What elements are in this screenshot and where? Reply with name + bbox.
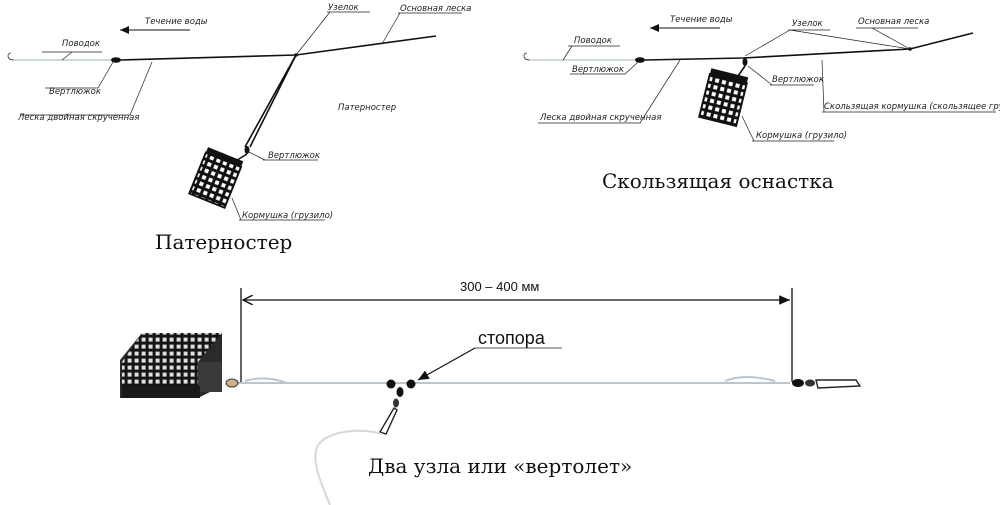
hook-icon bbox=[523, 52, 531, 61]
swivel-icon bbox=[635, 57, 645, 63]
sl-label-leader: Поводок bbox=[574, 36, 613, 46]
pat-label-name-small: Патерностер bbox=[338, 103, 396, 113]
pat-label-feeder: Кормушка (грузило) bbox=[242, 211, 333, 221]
sliding-swivel-icon bbox=[742, 58, 748, 66]
feeder-swivel-icon bbox=[244, 146, 250, 154]
feeder-swivel-icon bbox=[225, 378, 239, 388]
stopper-icon bbox=[406, 379, 416, 389]
pat-label-swivel-feeder: Вертлюжок bbox=[268, 151, 321, 161]
pat-label-twisted-line: Леска двойная скрученная bbox=[17, 113, 139, 123]
leader-snap-icon bbox=[378, 387, 404, 435]
feeder-cage-icon bbox=[698, 68, 749, 128]
sliding-title: Скользящая оснастка bbox=[602, 169, 834, 193]
feeder-cage-icon bbox=[188, 147, 244, 210]
stopper-pointer bbox=[417, 347, 476, 381]
helicopter-title: Два узла или «вертолет» bbox=[368, 454, 632, 478]
sl-label-flow: Течение воды bbox=[670, 15, 733, 25]
main-line bbox=[644, 32, 974, 61]
sl-label-main-line: Основная леска bbox=[858, 17, 929, 27]
sl-label-twisted-line: Леска двойная скрученная bbox=[539, 113, 661, 123]
sl-label-knot: Узелок bbox=[792, 19, 824, 29]
pat-label-main-line: Основная леска bbox=[400, 4, 471, 14]
end-snap-icon bbox=[792, 379, 862, 389]
pat-label-flow: Течение воды bbox=[145, 17, 208, 27]
sl-label-swivel-left: Вертлюжок bbox=[572, 65, 625, 75]
paternoster-title: Патерностер bbox=[155, 230, 292, 254]
stopper-icon bbox=[386, 379, 396, 389]
swivel-icon bbox=[111, 57, 121, 63]
helicopter-rig-diagram bbox=[120, 288, 862, 505]
dimension-label: 300 – 400 мм bbox=[460, 279, 539, 294]
leader-line bbox=[314, 429, 383, 505]
stoppers-label: стопора bbox=[478, 328, 546, 348]
feeder-cage-icon bbox=[120, 333, 222, 398]
pat-label-knot: Узелок bbox=[328, 3, 360, 13]
pat-label-swivel-top: Вертлюжок bbox=[49, 87, 102, 97]
sliding-rig-diagram bbox=[523, 24, 996, 142]
sl-label-sliding-feeder: Скользящая кормушка (скользящее грузило) bbox=[824, 102, 1000, 112]
pat-label-leader: Поводок bbox=[62, 39, 101, 49]
main-line bbox=[120, 35, 437, 61]
hook-icon bbox=[7, 52, 15, 61]
paternoster-diagram bbox=[7, 11, 462, 221]
sl-label-swivel-right: Вертлюжок bbox=[772, 75, 825, 85]
sl-label-feeder: Кормушка (грузило) bbox=[756, 131, 847, 141]
